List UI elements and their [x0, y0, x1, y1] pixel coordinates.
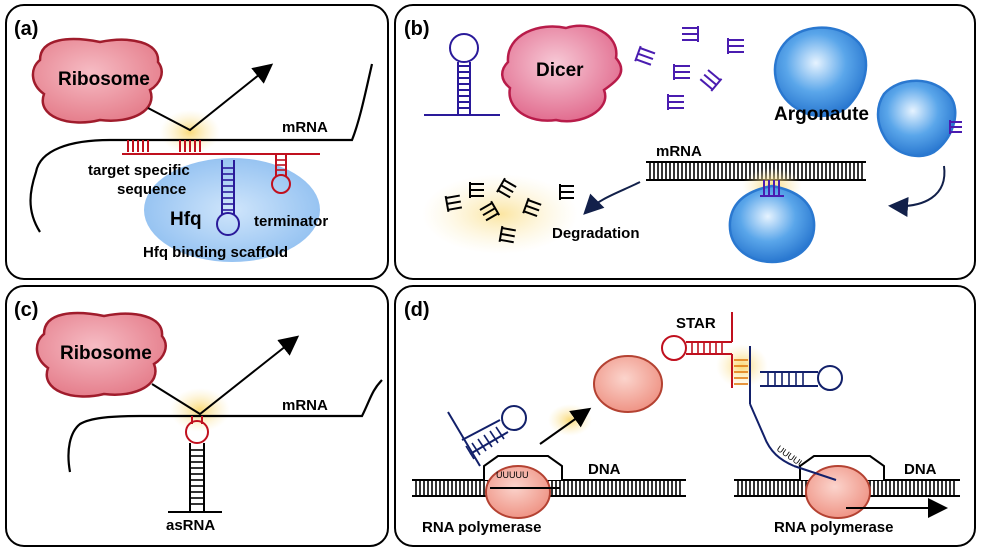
rna-polymerase-right [805, 465, 871, 519]
mrna-label-b: mRNA [656, 143, 702, 160]
dna-left-label: DNA [588, 461, 621, 478]
ribosome-c [35, 311, 167, 398]
panel-b-letter: (b) [404, 18, 430, 40]
loading-arrow [888, 165, 946, 217]
panel-c-letter: (c) [14, 299, 38, 321]
dicer-enzyme [501, 24, 623, 123]
terminator-left [447, 405, 527, 467]
transcript-right [793, 465, 837, 481]
poly-right-label: RNA polymerase [774, 519, 894, 536]
terminator-hairpin [271, 154, 291, 194]
mrna-strand-c [67, 379, 383, 473]
panel-d-letter: (d) [404, 299, 430, 321]
panel-b-frame [394, 4, 976, 280]
panel-a-letter: (a) [14, 18, 38, 40]
scaffold-label: Hfq binding scaffold [143, 244, 288, 261]
ribosome [31, 37, 163, 124]
degraded-fragments [444, 177, 574, 244]
interaction-glow-c [170, 388, 230, 432]
rna-polymerase-left [485, 465, 551, 519]
uuuuu-left: UUUUU [496, 470, 529, 480]
star-label: STAR [676, 315, 716, 332]
mrna-strand [29, 63, 374, 233]
shrna-hairpin [424, 33, 500, 116]
mrna-label-c: mRNA [282, 397, 328, 414]
asrna-label: asRNA [166, 517, 215, 534]
panel-a: (a) Ribosome mRNA [5, 4, 389, 280]
mrna-label: mRNA [282, 119, 328, 136]
hfq-scaffold-hairpin [216, 153, 320, 236]
release-arrow [539, 407, 592, 445]
panel-a-frame [5, 4, 389, 280]
ribosome-label: Ribosome [58, 69, 150, 90]
antiterminator-right [749, 346, 843, 467]
star-rna [661, 312, 748, 388]
asrna-hairpin [168, 416, 222, 513]
target-label-1: target specific [88, 162, 190, 179]
panel-c-frame [5, 285, 389, 547]
degradation-label: Degradation [552, 225, 640, 242]
interaction-glow [160, 110, 220, 154]
argonaute-label: Argonaute [774, 104, 869, 125]
argonaute-loaded [876, 79, 957, 158]
loaded-sirna [949, 120, 962, 134]
ribosome-label-c: Ribosome [60, 343, 152, 364]
panel-c: (c) Ribosome mRNA asRNA [5, 285, 389, 547]
translation-arrow-c [151, 335, 300, 416]
poly-left-label: RNA polymerase [422, 519, 542, 536]
bound-sirna [760, 180, 784, 197]
panel-b: (b) Dicer Argonaute [394, 4, 976, 280]
target-label-2: sequence [117, 181, 186, 198]
terminator-label: terminator [254, 213, 328, 230]
sirna-fragments [634, 26, 744, 110]
dna-right-label: DNA [904, 461, 937, 478]
release-glow [548, 404, 592, 436]
released-polymerase [593, 355, 663, 413]
translation-arrow [147, 63, 274, 132]
degradation-glow [422, 174, 578, 254]
mrna-duplex [646, 161, 866, 181]
panel-d: (d) DNA UUUUU RNA polymerase [394, 285, 976, 547]
degradation-arrow [583, 181, 641, 215]
target-sequence-pairing [122, 140, 218, 155]
panel-d-frame [394, 285, 976, 547]
dicer-label: Dicer [536, 60, 584, 81]
argonaute-protein [773, 26, 868, 118]
argonaute-bound [728, 184, 816, 264]
hfq-label: Hfq [170, 209, 202, 230]
